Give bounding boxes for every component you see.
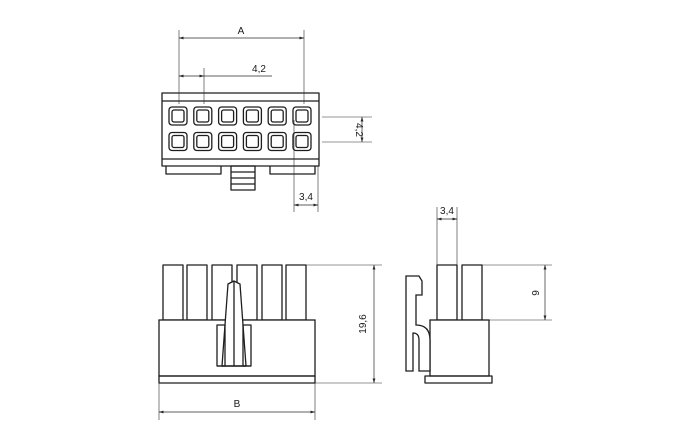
dimension-label-side-width: 3,4 xyxy=(440,206,454,217)
side-dimensions: 3,4 9 xyxy=(436,206,552,321)
side-base xyxy=(424,375,493,384)
dimension-label-b: B xyxy=(234,399,241,410)
terminal-cavity-inner xyxy=(295,109,309,123)
terminal-cavity xyxy=(217,106,238,126)
terminal-cavity xyxy=(267,106,287,126)
terminal-cavity-inner xyxy=(295,134,309,149)
terminal-cavity-inner xyxy=(245,109,260,123)
side-pin-left xyxy=(436,264,458,321)
front-dimensions: A 4,2 4,2 3,4 xyxy=(178,26,372,212)
terminal-cavity-inner xyxy=(270,134,284,149)
terminal-cavity xyxy=(242,106,263,126)
terminal-cavity-inner xyxy=(245,134,260,149)
terminal-cavity xyxy=(292,131,312,152)
terminal-cavity xyxy=(193,106,213,126)
terminal-cavity-inner xyxy=(196,134,210,149)
dimension-label-pitch-horizontal: 4,2 xyxy=(252,64,266,75)
terminal-cavity xyxy=(267,131,287,152)
side-housing xyxy=(429,319,490,377)
front-latch xyxy=(230,165,256,191)
front-view xyxy=(161,92,320,191)
terminal-cavity xyxy=(217,131,238,152)
terminal-cavity-inner xyxy=(220,134,235,149)
side-pin-right xyxy=(461,264,483,321)
dimension-label-terminal-offset: 3,4 xyxy=(299,192,313,203)
terminal-cavity xyxy=(193,131,213,152)
terminal-cavity-inner xyxy=(270,109,284,123)
terminal-cavity-inner xyxy=(171,109,185,123)
terminal-cavities xyxy=(168,106,312,152)
side-view xyxy=(405,264,493,384)
elevation-dimensions: 19,6 B xyxy=(158,264,382,420)
terminal-cavity xyxy=(168,131,188,152)
dimension-label-height-pin: 9 xyxy=(531,290,542,296)
terminal-cavity-inner xyxy=(196,109,210,123)
terminal-cavity xyxy=(242,131,263,152)
terminal-cavity-inner xyxy=(220,109,235,123)
elevation-latch xyxy=(216,280,252,367)
terminal-cavity-inner xyxy=(171,134,185,149)
dimension-label-pitch-vertical: 4,2 xyxy=(353,123,364,137)
terminal-cavity xyxy=(292,106,312,126)
dimension-label-height-total: 19,6 xyxy=(358,314,369,334)
front-housing xyxy=(161,92,320,167)
elevation-base xyxy=(158,375,316,384)
terminal-cavity xyxy=(168,106,188,126)
side-latch-arm xyxy=(405,275,431,372)
front-bottom-step xyxy=(165,166,316,175)
dimension-label-a: A xyxy=(238,26,245,37)
elevation-view xyxy=(158,264,316,384)
